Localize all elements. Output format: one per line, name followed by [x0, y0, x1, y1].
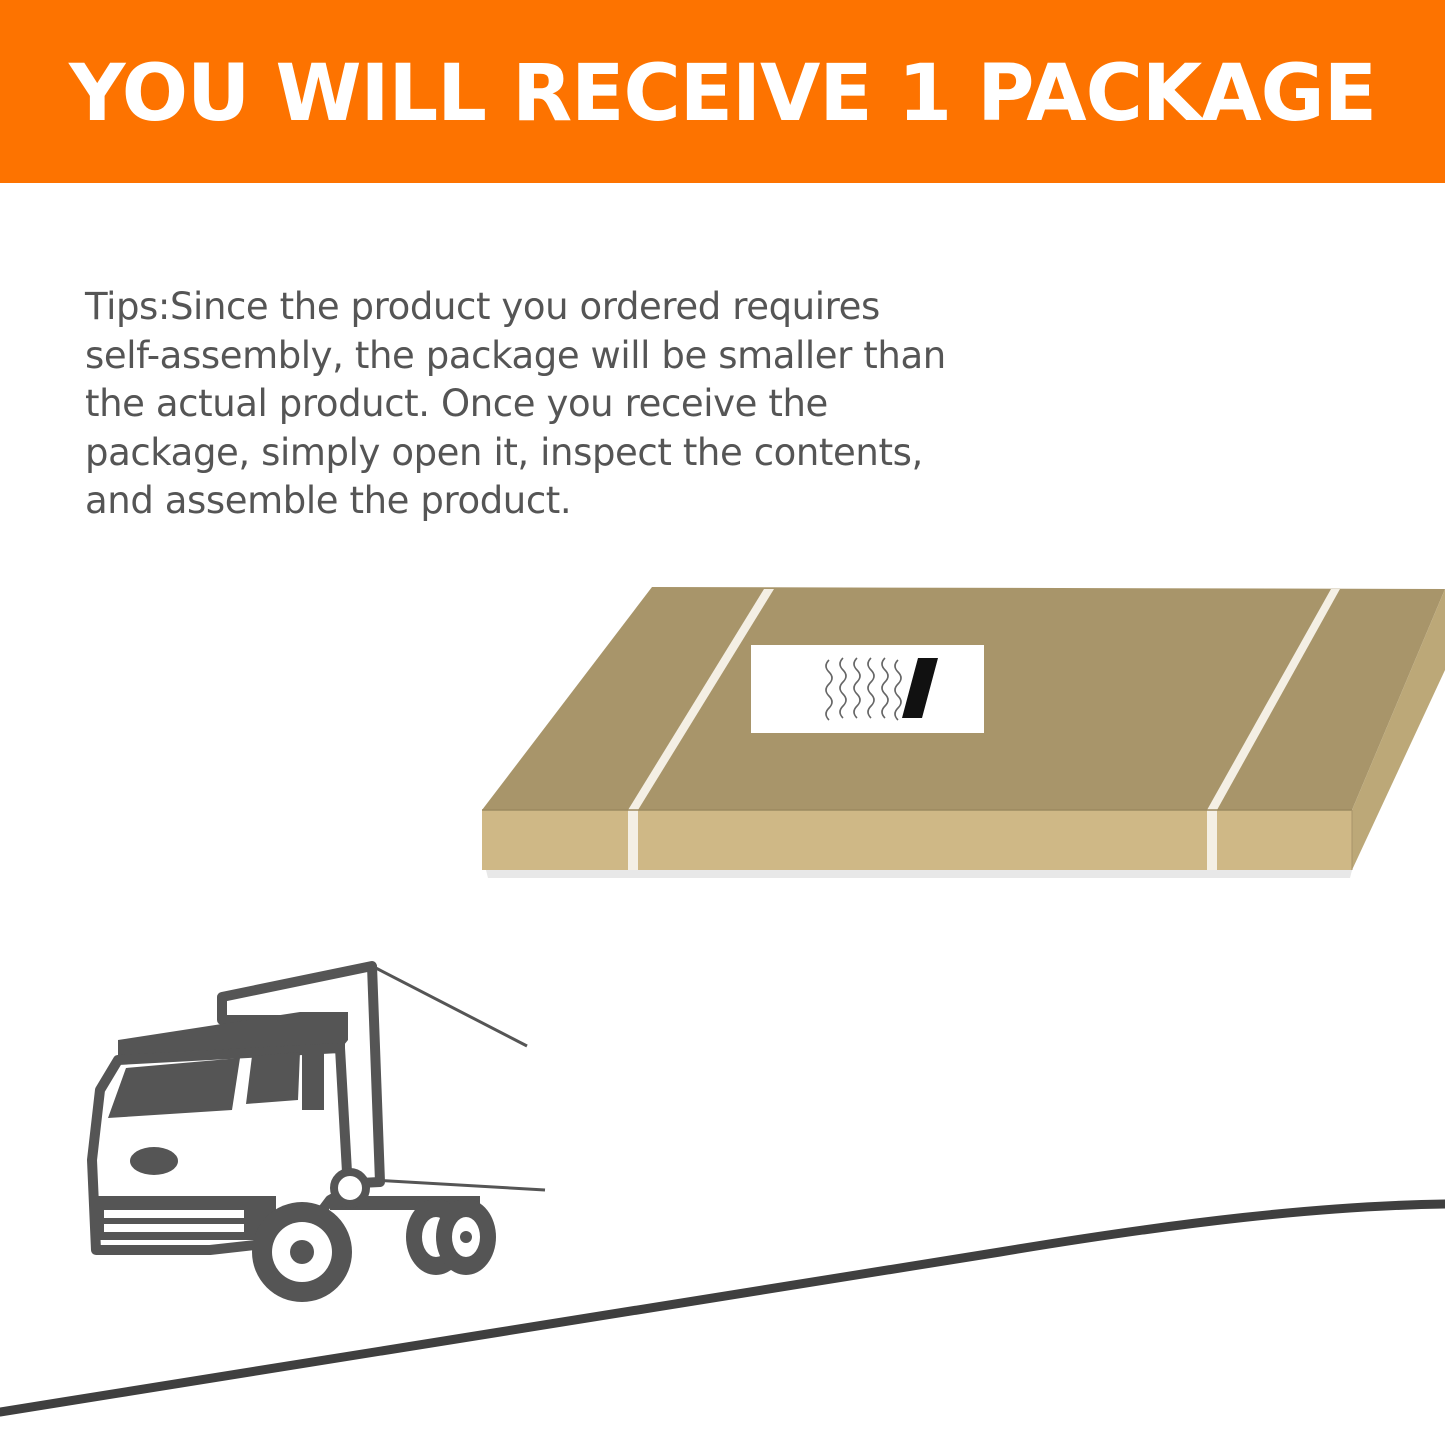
page-title: YOU WILL RECEIVE 1 PACKAGE — [69, 48, 1377, 139]
delivery-truck-icon — [87, 961, 546, 1302]
road-line — [0, 1199, 1445, 1417]
tips-text: Tips:Since the product you ordered requi… — [85, 285, 946, 522]
header-banner: YOU WILL RECEIVE 1 PACKAGE — [0, 0, 1445, 183]
shipping-label-icon — [751, 645, 984, 733]
